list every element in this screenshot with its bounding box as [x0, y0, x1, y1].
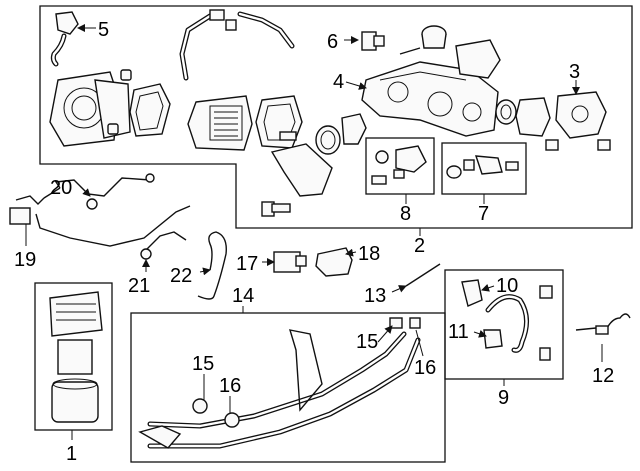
sensor-part-5	[50, 11, 79, 67]
bolt-part	[545, 139, 559, 151]
outlet-housing-part	[270, 131, 333, 197]
callout-18: 18	[358, 243, 380, 265]
leader-lines	[25, 24, 603, 440]
harness-part	[140, 231, 187, 260]
coolant-pipes-part	[138, 317, 421, 449]
callout-12: 12	[592, 365, 614, 387]
cap-part	[399, 25, 447, 55]
callout-7: 7	[478, 203, 489, 225]
callout-20: 20	[50, 177, 72, 199]
sub-box-8	[365, 137, 435, 195]
main-assembly-box	[39, 5, 633, 229]
bolt-part	[597, 139, 611, 151]
fitting-assembly-part	[446, 155, 519, 179]
sensor-assembly-part	[371, 145, 427, 185]
callout-13: 13	[364, 285, 386, 307]
callout-2: 2	[414, 235, 425, 257]
bracket-part	[315, 247, 353, 277]
callout-17: 17	[236, 253, 258, 275]
throttle-body-part	[49, 71, 131, 147]
callout-21: 21	[128, 275, 150, 297]
callout-15-upper: 15	[356, 331, 378, 353]
callout-14: 14	[232, 285, 254, 307]
callout-6: 6	[327, 31, 338, 53]
vacuum-hose-part	[179, 9, 295, 81]
pipe-box	[130, 312, 446, 463]
o-ring-part	[315, 125, 341, 155]
callout-4: 4	[333, 71, 344, 93]
gasket-part	[455, 39, 501, 79]
callout-3: 3	[569, 61, 580, 83]
thermostat-part	[341, 113, 367, 145]
water-outlet-part	[555, 91, 607, 139]
water-pump-housing-part	[361, 61, 499, 137]
gasket-part	[515, 97, 551, 137]
filter-box	[34, 282, 113, 431]
o-ring-part	[495, 99, 517, 125]
callout-19: 19	[14, 249, 36, 271]
bolt-part	[261, 201, 291, 217]
bushing-part	[120, 69, 132, 81]
callout-16-lower: 16	[219, 375, 241, 397]
callout-22: 22	[170, 265, 192, 287]
vent-hose-part	[9, 173, 191, 247]
sensor-cable-part	[197, 231, 227, 300]
bushing-part	[107, 123, 119, 135]
sensor-part-6	[361, 31, 385, 51]
callout-8: 8	[400, 203, 411, 225]
stud-part	[405, 263, 441, 287]
callout-16-upper: 16	[414, 357, 436, 379]
temperature-sensor-part	[575, 313, 631, 335]
control-valve-part	[187, 95, 253, 151]
solenoid-valve-part	[273, 251, 307, 273]
callout-10: 10	[496, 275, 518, 297]
callout-1: 1	[66, 443, 77, 465]
filter-parts	[49, 291, 103, 423]
callout-11: 11	[448, 321, 469, 343]
callout-5: 5	[98, 19, 109, 41]
callout-15-lower: 15	[192, 353, 214, 375]
callout-9: 9	[498, 387, 509, 409]
egr-tube-part	[461, 279, 553, 361]
